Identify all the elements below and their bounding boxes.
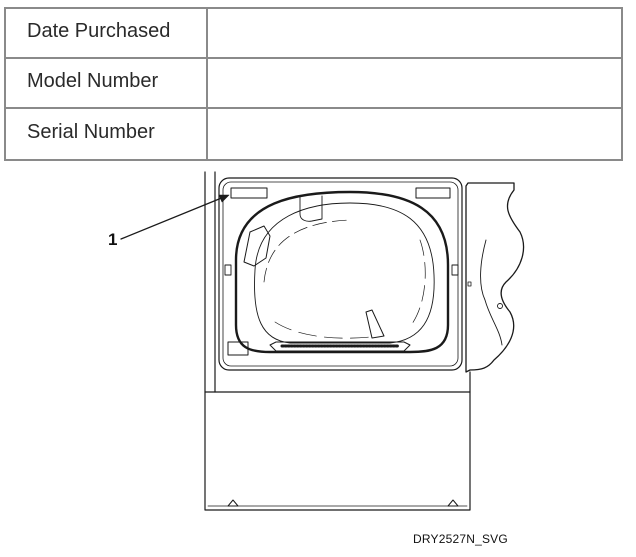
product-record-table: Date Purchased Model Number Serial Numbe… — [4, 7, 623, 161]
hinge-left — [224, 264, 232, 276]
date-purchased-label: Date Purchased — [6, 9, 208, 59]
serial-label-plate — [230, 187, 268, 199]
hinge-right — [451, 264, 459, 276]
frame-label-right — [415, 187, 451, 199]
date-purchased-field[interactable] — [208, 9, 621, 59]
dryer-cabinet — [204, 171, 471, 511]
callout-leader — [120, 194, 230, 240]
lint-filter — [269, 341, 411, 352]
callout-number-1: 1 — [108, 230, 118, 249]
frame-label-bottom — [227, 341, 249, 356]
figure-code: DRY2527N_SVG — [413, 532, 508, 546]
serial-number-label: Serial Number — [6, 109, 208, 159]
model-number-field[interactable] — [208, 59, 621, 109]
open-door — [465, 182, 525, 373]
drum — [234, 190, 450, 354]
leveling-feet — [227, 499, 459, 507]
model-number-label: Model Number — [6, 59, 208, 109]
